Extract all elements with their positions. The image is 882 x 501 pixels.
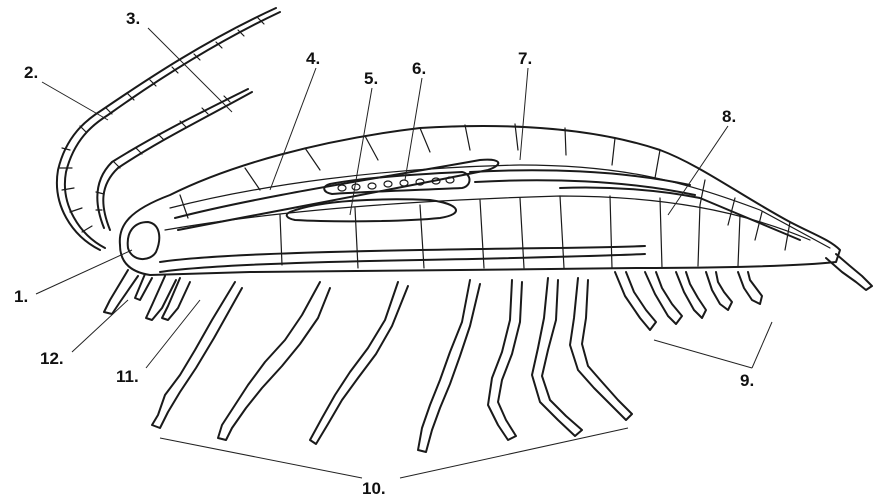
pleopods: [615, 272, 762, 330]
pereopods: [152, 278, 632, 452]
dorsal-vessel: [470, 170, 800, 240]
label-6: 6.: [412, 59, 426, 78]
eye-region: [128, 222, 160, 259]
label-9: 9.: [740, 371, 754, 390]
label-11: 11.: [116, 367, 139, 386]
label-2: 2.: [24, 63, 38, 82]
mouthparts: [104, 270, 152, 314]
label-12: 12.: [40, 349, 64, 368]
uropods: [826, 254, 872, 290]
antenna-short: [96, 89, 252, 230]
heart: [175, 160, 498, 230]
label-8: 8.: [722, 107, 736, 126]
body-outline: [120, 124, 840, 275]
label-1: 1.: [14, 287, 28, 306]
label-10: 10.: [362, 479, 386, 498]
label-7: 7.: [518, 49, 532, 68]
gnathopods: [146, 276, 190, 320]
label-4: 4.: [306, 49, 320, 68]
label-5: 5.: [364, 69, 378, 88]
label-3: 3.: [126, 9, 140, 28]
